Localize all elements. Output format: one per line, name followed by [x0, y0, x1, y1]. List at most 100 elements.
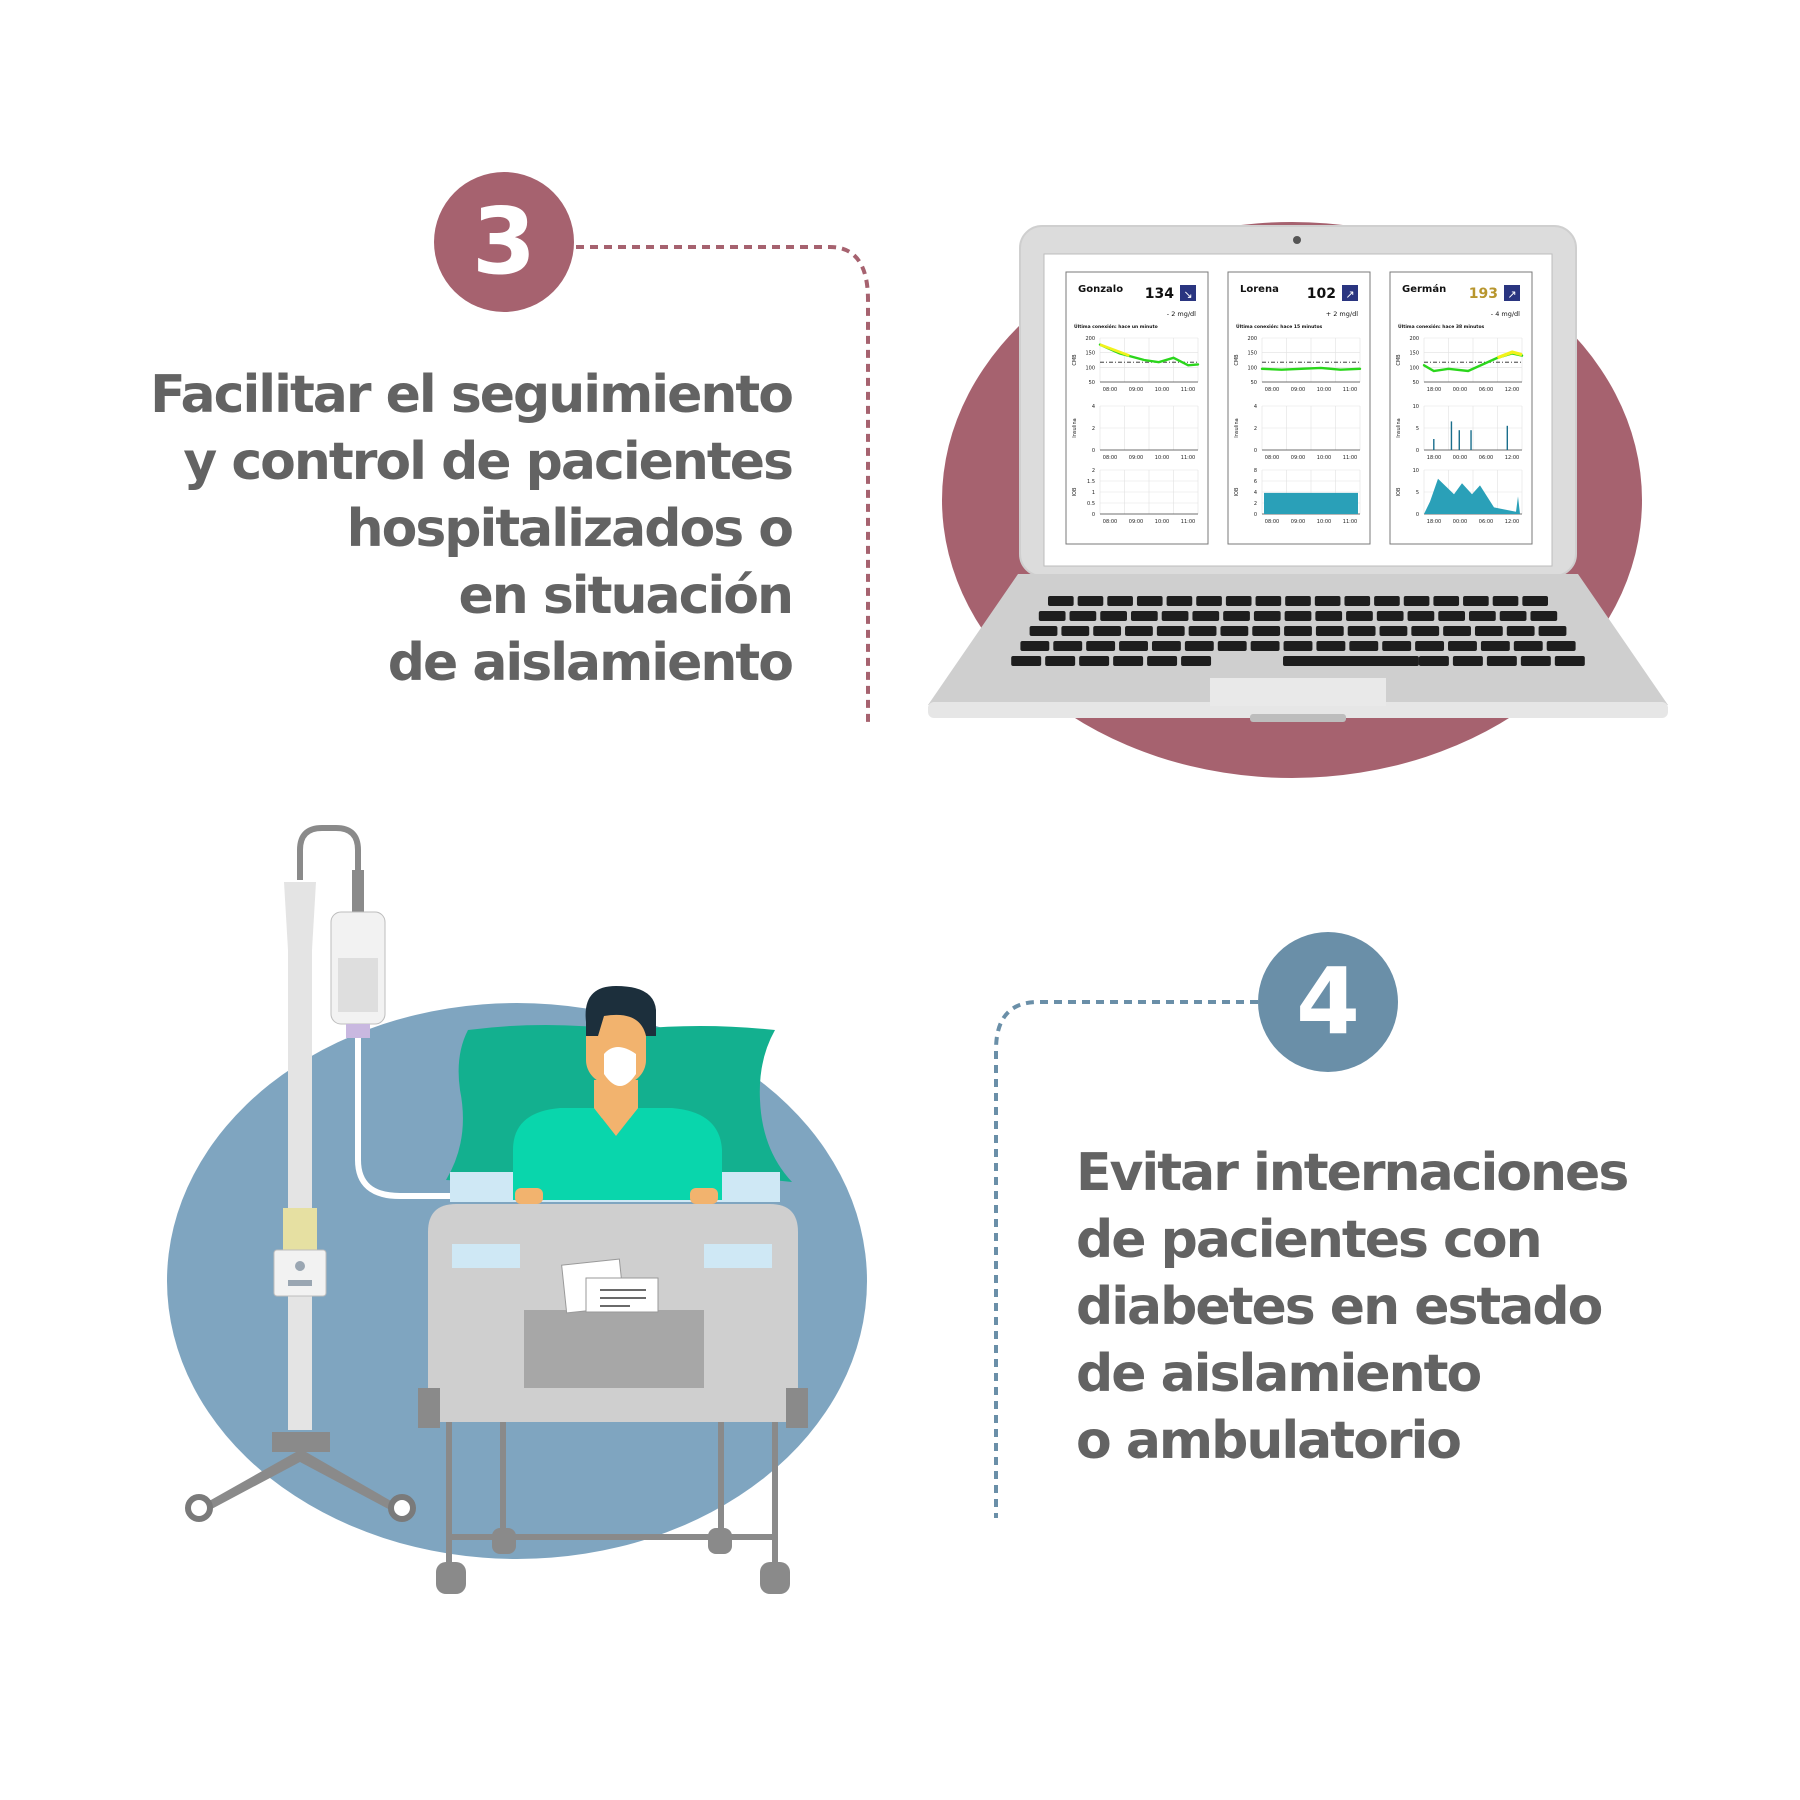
glucose-series	[1098, 343, 1200, 367]
keyboard-key	[1506, 626, 1535, 636]
keyboard-key	[1314, 596, 1341, 606]
keyboard-key	[1492, 596, 1519, 606]
x-tick-label: 12:00	[1505, 387, 1519, 393]
keyboard-key	[1184, 641, 1214, 651]
arrow-up-right-icon	[1504, 285, 1520, 301]
keyboard-key	[1315, 611, 1343, 621]
keyboard-key	[1463, 596, 1489, 606]
x-tick-label: 09:00	[1291, 387, 1305, 393]
keyboard-icon	[1011, 596, 1585, 666]
step-3-badge: 3	[434, 172, 574, 312]
keyboard-key	[1284, 611, 1312, 621]
keyboard-key	[1147, 656, 1178, 666]
keyboard-key	[1374, 596, 1400, 606]
last-connection: Última conexión: hace 15 minutos	[1236, 323, 1323, 330]
keyboard-key	[1045, 656, 1076, 666]
last-connection: Última conexión: hace 38 minutos	[1398, 323, 1485, 330]
keyboard-key	[1011, 656, 1042, 666]
tick-label: 100	[1085, 365, 1095, 371]
x-tick-label: 11:00	[1181, 519, 1195, 525]
keyboard-key	[1538, 626, 1567, 636]
tick-label: 0	[1092, 512, 1095, 518]
step-3-line: y control de pacientes	[183, 432, 794, 492]
glucose-delta: + 2 mg/dl	[1326, 310, 1358, 318]
keyboard-key	[1285, 596, 1311, 606]
keyboard-key	[1086, 641, 1116, 651]
keyboard-key	[1196, 596, 1222, 606]
step-4-line: o ambulatorio	[1076, 1411, 1462, 1471]
mask-icon	[604, 1047, 636, 1086]
glucose-delta: - 2 mg/dl	[1167, 310, 1196, 318]
tick-label: 1.5	[1087, 479, 1095, 485]
keyboard-key	[1020, 641, 1050, 651]
x-tick-label: 09:00	[1291, 519, 1305, 525]
x-tick-label: 11:00	[1181, 455, 1195, 461]
keyboard-key	[1376, 611, 1404, 621]
keyboard-key	[1382, 641, 1412, 651]
tick-label: 5	[1416, 490, 1419, 496]
axis-label: IOB	[1396, 487, 1402, 496]
tick-label: 1	[1092, 490, 1095, 496]
keyboard-key	[1522, 596, 1548, 606]
tick-label: 10	[1413, 468, 1419, 474]
iob-area	[1264, 492, 1358, 514]
tick-label: 10	[1413, 404, 1419, 410]
x-tick-label: 11:00	[1343, 519, 1357, 525]
hospital-background-circle	[167, 1003, 867, 1559]
tick-label: 6	[1254, 479, 1257, 485]
x-tick-label: 00:00	[1453, 455, 1467, 461]
keyboard-key	[1079, 656, 1110, 666]
step-3-number: 3	[471, 188, 536, 295]
keyboard-key	[1418, 656, 1449, 666]
tick-label: 2	[1092, 468, 1095, 474]
patient-icon	[513, 986, 722, 1204]
keyboard-key	[1546, 641, 1576, 651]
tick-label: 2	[1254, 426, 1257, 432]
step-3-line: hospitalizados o	[346, 499, 794, 559]
x-tick-label: 10:00	[1155, 455, 1169, 461]
step-4-line: de pacientes con	[1076, 1210, 1543, 1270]
glucose-value: 193	[1469, 286, 1498, 302]
keyboard-key	[1344, 596, 1371, 606]
tick-label: 0	[1416, 448, 1419, 454]
keyboard-key	[1499, 611, 1527, 621]
tick-label: 2	[1254, 501, 1257, 507]
tick-label: 5	[1416, 426, 1419, 432]
x-tick-label: 09:00	[1129, 455, 1143, 461]
keyboard-key	[1443, 626, 1471, 636]
glucose-delta: - 4 mg/dl	[1491, 310, 1520, 318]
keyboard-key	[1192, 611, 1220, 621]
tick-label: 50	[1413, 380, 1419, 386]
axis-label: CMB	[1396, 354, 1402, 366]
keyboard-key	[1225, 596, 1252, 606]
x-tick-label: 18:00	[1427, 455, 1441, 461]
keyboard-key	[1161, 611, 1189, 621]
keyboard-key	[1156, 626, 1185, 636]
tick-label: 2	[1092, 426, 1095, 432]
x-tick-label: 00:00	[1453, 519, 1467, 525]
tick-label: 0	[1254, 512, 1257, 518]
arrow-up-right-icon: ↗	[1507, 288, 1516, 301]
keyboard-key	[1486, 656, 1517, 666]
keyboard-key	[1407, 611, 1435, 621]
x-tick-label: 12:00	[1505, 455, 1519, 461]
keyboard-key	[1252, 626, 1281, 636]
arrow-down-right-icon	[1180, 285, 1196, 301]
x-tick-label: 08:00	[1265, 519, 1279, 525]
tick-label: 100	[1247, 365, 1257, 371]
x-tick-label: 06:00	[1479, 455, 1493, 461]
x-tick-label: 11:00	[1343, 387, 1357, 393]
keyboard-key	[1077, 596, 1104, 606]
keyboard-key	[1113, 656, 1144, 666]
glucose-value: 102	[1307, 286, 1336, 302]
keyboard-key	[1250, 641, 1280, 651]
keyboard-key	[1438, 611, 1466, 621]
step-3-line: en situación	[458, 566, 794, 626]
x-tick-label: 06:00	[1479, 519, 1493, 525]
step-4-number: 4	[1295, 948, 1360, 1055]
keyboard-key	[1053, 641, 1083, 651]
patient-name: Lorena	[1240, 284, 1279, 295]
keyboard-key	[1061, 626, 1090, 636]
axis-label: IOB	[1072, 487, 1078, 496]
